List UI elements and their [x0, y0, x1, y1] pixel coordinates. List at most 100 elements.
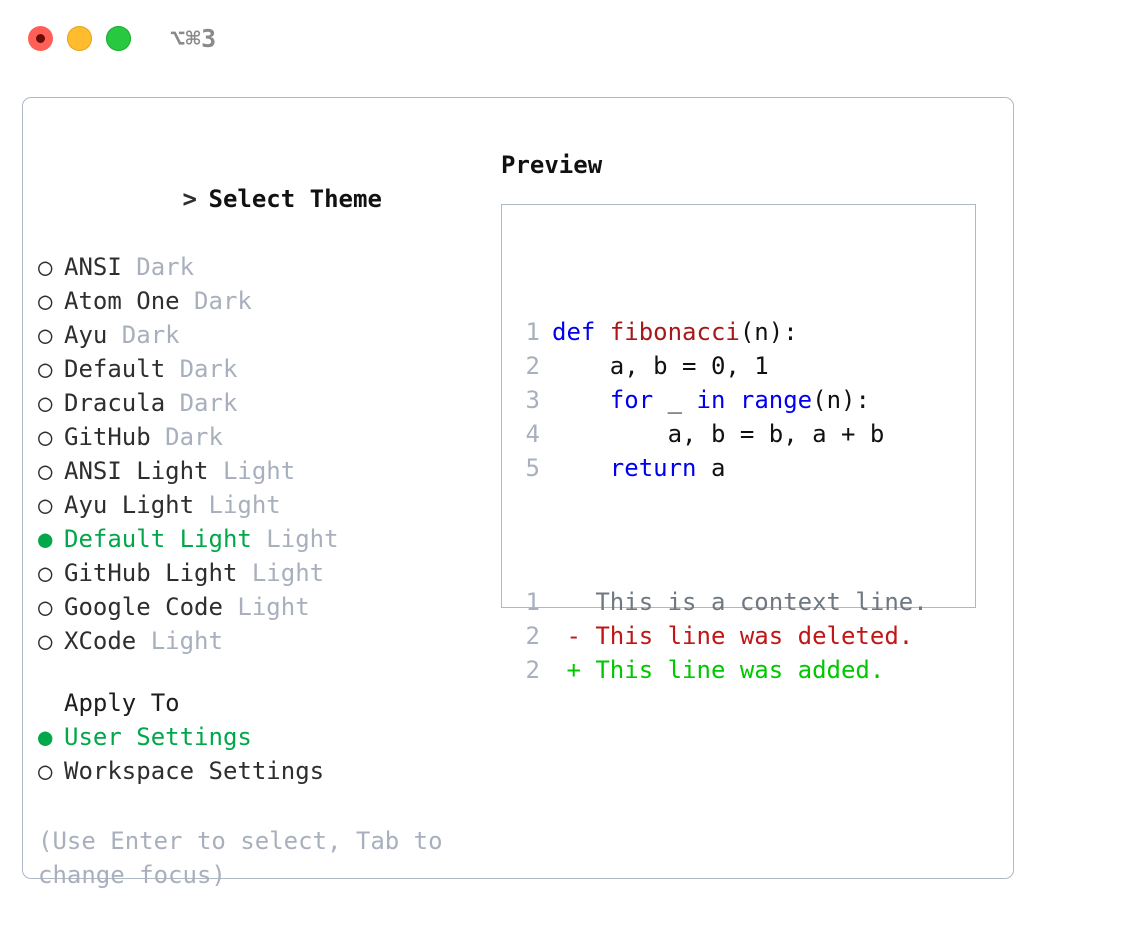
code-token: (n): [812, 386, 870, 414]
theme-item-category: Light [222, 457, 296, 485]
theme-item-category: Light [251, 559, 325, 587]
code-token: fibonacci [609, 318, 740, 346]
theme-item-google-code[interactable]: ○ Google Code Light [38, 590, 498, 624]
theme-item-label: GitHub Light [64, 559, 252, 587]
theme-item-ansi[interactable]: ○ANSI Dark [38, 250, 498, 284]
diff-line-number: 2 [525, 656, 540, 684]
theme-list[interactable]: ○ANSI Dark○Atom One Dark○Ayu Dark○Defaul… [38, 250, 498, 658]
apply-to-option-user-settings[interactable]: ● User Settings [38, 720, 498, 754]
theme-item-label: Default Light [64, 525, 267, 553]
theme-item-dracula[interactable]: ○ Dracula Dark [38, 386, 498, 420]
diff-line-number: 2 [525, 622, 540, 650]
apply-to-option-workspace-settings[interactable]: ○ Workspace Settings [38, 754, 498, 788]
theme-item-label: GitHub [64, 423, 166, 451]
theme-item-ayu[interactable]: ○Ayu Dark [38, 318, 498, 352]
radio-unselected-icon: ○ [38, 593, 53, 621]
code-line-number: 2 [525, 352, 540, 380]
keyboard-shortcut-label: ⌥⌘3 [170, 24, 217, 53]
radio-unselected-icon: ○ [38, 457, 53, 485]
diff-line-text: This is a context line. [552, 588, 928, 616]
code-token: a, b = b, a + b [552, 420, 885, 448]
radio-unselected-icon: ○ [38, 253, 53, 281]
code-line: 5 return a [516, 451, 928, 485]
diff-block: 1 This is a context line.2 - This line w… [516, 585, 928, 687]
code-token: (n): [739, 318, 798, 346]
theme-selector-panel: >Select Theme ○ANSI Dark○Atom One Dark○A… [22, 97, 1014, 889]
code-line: 2 a, b = 0, 1 [516, 349, 928, 383]
apply-to-options[interactable]: ● User Settings ○ Workspace Settings [38, 720, 498, 788]
theme-item-atom-one[interactable]: ○ Atom One Dark [38, 284, 498, 318]
theme-item-category: Dark [179, 389, 238, 417]
theme-item-label: Dracula [64, 389, 180, 417]
keyboard-hint-text: (Use Enter to select, Tab to change focu… [38, 827, 443, 889]
diff-line-ctx: 1 This is a context line. [516, 585, 928, 619]
theme-item-label: Default [64, 355, 180, 383]
apply-to-heading: Apply To [64, 689, 180, 717]
code-line: 4 a, b = b, a + b [516, 417, 928, 451]
theme-item-category: Light [150, 627, 223, 655]
radio-unselected-icon: ○ [38, 389, 53, 417]
theme-item-label: ANSI Light [64, 457, 223, 485]
code-token: range [739, 386, 813, 414]
theme-item-category: Dark [165, 423, 223, 451]
code-token [552, 386, 610, 414]
theme-item-xcode[interactable]: ○XCode Light [38, 624, 498, 658]
theme-item-default-light[interactable]: ●Default Light Light [38, 522, 498, 556]
select-theme-heading: >Select Theme [38, 148, 498, 250]
theme-item-ansi-light[interactable]: ○ ANSI Light Light [38, 454, 498, 488]
radio-selected-icon: ● [38, 525, 53, 553]
radio-selected-icon: ● [38, 723, 53, 751]
apply-to-option-label: User Settings [64, 723, 252, 751]
diff-line-del: 2 - This line was deleted. [516, 619, 928, 653]
theme-item-label: Google Code [64, 593, 238, 621]
code-token: _ [653, 386, 697, 414]
diff-line-number: 1 [525, 588, 540, 616]
select-theme-heading-label: Select Theme [208, 185, 382, 213]
code-line: 3 for _ in range(n): [516, 383, 928, 417]
close-button[interactable] [28, 26, 53, 51]
theme-item-github[interactable]: ○ GitHub Dark [38, 420, 498, 454]
theme-item-github-light[interactable]: ○ GitHub Light Light [38, 556, 498, 590]
theme-item-ayu-light[interactable]: ○Ayu Light Light [38, 488, 498, 522]
code-token: for [609, 386, 654, 414]
radio-unselected-icon: ○ [38, 559, 53, 587]
theme-item-label: ANSI [64, 253, 137, 281]
maximize-button[interactable] [106, 26, 131, 51]
code-token: return [609, 454, 697, 482]
preview-heading: Preview [501, 151, 603, 179]
code-token: a, b = 0, 1 [552, 352, 769, 380]
theme-item-label: Ayu [64, 321, 122, 349]
radio-unselected-icon: ○ [38, 287, 53, 315]
apply-to-option-label: Workspace Settings [64, 757, 325, 785]
theme-item-label: Atom One [64, 287, 195, 315]
minimize-button[interactable] [67, 26, 92, 51]
panel-columns: >Select Theme ○ANSI Dark○Atom One Dark○A… [23, 98, 1013, 889]
theme-item-category: Dark [121, 321, 180, 349]
code-token: a [696, 454, 726, 482]
radio-unselected-icon: ○ [38, 423, 53, 451]
theme-item-label: Ayu Light [64, 491, 209, 519]
theme-item-label: XCode [64, 627, 151, 655]
theme-item-default[interactable]: ○Default Dark [38, 352, 498, 386]
code-line-number: 3 [525, 386, 540, 414]
code-line-number: 4 [525, 420, 540, 448]
theme-item-category: Dark [194, 287, 252, 315]
diff-line-text: - This line was deleted. [552, 622, 914, 650]
code-token: def [552, 318, 610, 346]
theme-item-category: Light [237, 593, 310, 621]
list-gap-spacer [38, 658, 498, 686]
diff-line-text: + This line was added. [552, 656, 885, 684]
radio-unselected-icon: ○ [38, 491, 53, 519]
radio-unselected-icon: ○ [38, 757, 53, 785]
code-token [552, 454, 610, 482]
theme-list-column: >Select Theme ○ANSI Dark○Atom One Dark○A… [38, 148, 498, 892]
traffic-light-group [28, 26, 131, 51]
theme-item-category: Dark [179, 355, 238, 383]
code-line-number: 1 [525, 318, 540, 346]
code-token: in [696, 386, 726, 414]
